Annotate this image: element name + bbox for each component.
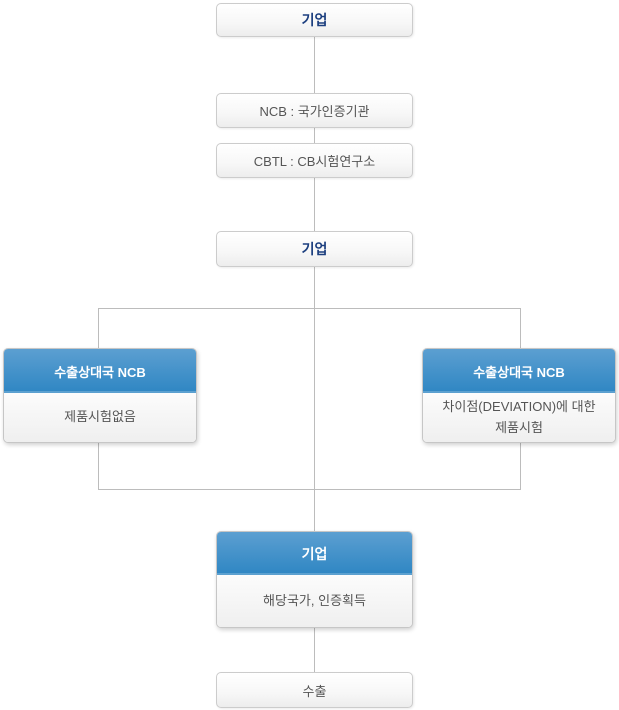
node-partner-ncb-right-body: 차이점(DEVIATION)에 대한 제품시험	[423, 393, 615, 442]
connector-cbtl-to-company-mid	[314, 178, 315, 231]
node-company-bottom-body: 해당국가, 인증획득	[217, 575, 412, 627]
node-company-top-label: 기업	[301, 12, 328, 28]
node-export-label: 수출	[302, 683, 327, 699]
node-export: 수출	[216, 672, 413, 708]
connector-right-box-down	[520, 443, 521, 489]
connector-left-box-down	[98, 443, 99, 489]
node-company-mid: 기업	[216, 231, 413, 267]
connector-merge-to-company-bottom	[314, 489, 315, 531]
node-ncb: NCB : 국가인증기관	[216, 93, 413, 128]
node-partner-ncb-left-header-label: 수출상대국 NCB	[54, 364, 146, 380]
connector-company-mid-down	[314, 267, 315, 308]
node-company-mid-label: 기업	[301, 241, 328, 257]
node-company-bottom: 기업 해당국가, 인증획득	[216, 531, 413, 628]
connector-branch-left-down	[98, 308, 99, 348]
node-cbtl: CBTL : CB시험연구소	[216, 143, 413, 178]
connector-branch-right-down	[520, 308, 521, 348]
connector-branch-top	[98, 308, 521, 309]
node-partner-ncb-right-header-label: 수출상대국 NCB	[473, 364, 565, 380]
node-partner-ncb-left: 수출상대국 NCB 제품시험없음	[3, 348, 197, 443]
connector-company-bottom-to-export	[314, 628, 315, 672]
connector-merge-bottom	[98, 489, 521, 490]
connector-ncb-to-cbtl	[314, 128, 315, 143]
node-company-bottom-header-label: 기업	[301, 545, 328, 562]
node-company-top: 기업	[216, 3, 413, 37]
node-cbtl-label: CBTL : CB시험연구소	[253, 154, 376, 169]
node-partner-ncb-right: 수출상대국 NCB 차이점(DEVIATION)에 대한 제품시험	[422, 348, 616, 443]
node-company-bottom-header: 기업	[217, 532, 412, 575]
connector-company-top-to-ncb	[314, 37, 315, 93]
node-partner-ncb-right-header: 수출상대국 NCB	[423, 349, 615, 393]
connector-center-through	[314, 308, 315, 489]
node-partner-ncb-left-body: 제품시험없음	[4, 393, 196, 442]
node-ncb-label: NCB : 국가인증기관	[259, 104, 370, 119]
node-partner-ncb-left-header: 수출상대국 NCB	[4, 349, 196, 393]
